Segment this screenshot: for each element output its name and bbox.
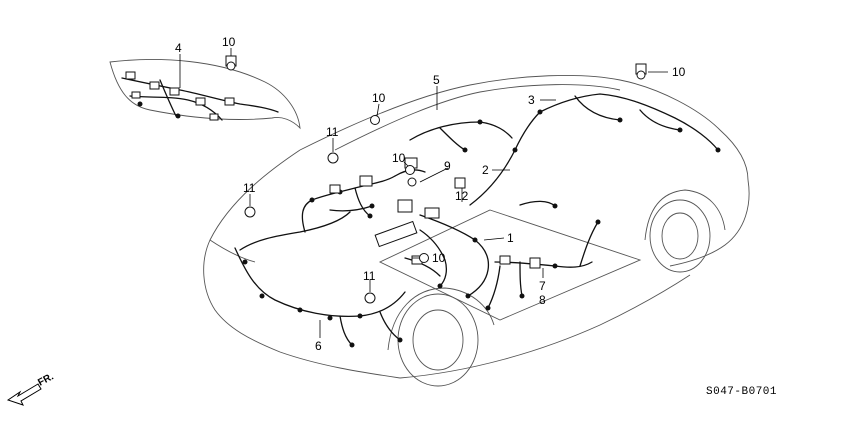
direction-label: FR. (36, 371, 56, 388)
small-parts (225, 55, 647, 304)
front-direction-arrow-icon: FR. (6, 371, 56, 406)
callout-10-top-right: 10 (672, 65, 686, 79)
callout-labels: 1 2 3 4 5 6 7 8 9 10 10 10 10 10 11 11 1… (175, 35, 686, 353)
dashboard-harness-panel (109, 59, 301, 130)
callout-5: 5 (433, 73, 440, 87)
callout-6: 6 (315, 339, 322, 353)
leader-lines (179, 48, 668, 338)
callout-4: 4 (175, 41, 182, 55)
callout-12: 12 (455, 189, 469, 203)
callout-10-center: 10 (392, 151, 406, 165)
diagram-code: S047-B0701 (706, 386, 777, 398)
callout-10-top-dash: 10 (222, 35, 236, 49)
callout-3: 3 (528, 93, 535, 107)
callout-9: 9 (444, 159, 451, 173)
callout-11-upper: 11 (326, 125, 339, 139)
callout-11-lower: 11 (363, 269, 376, 283)
callout-10-lower: 10 (432, 251, 446, 265)
callout-7: 7 (539, 279, 546, 293)
callout-10-roof: 10 (372, 91, 386, 105)
car-body-outline (203, 74, 750, 387)
callout-11-left: 11 (243, 181, 256, 195)
harness-lines (234, 93, 719, 346)
callout-2: 2 (482, 163, 489, 177)
callout-1: 1 (507, 231, 514, 245)
callout-8: 8 (539, 293, 546, 307)
